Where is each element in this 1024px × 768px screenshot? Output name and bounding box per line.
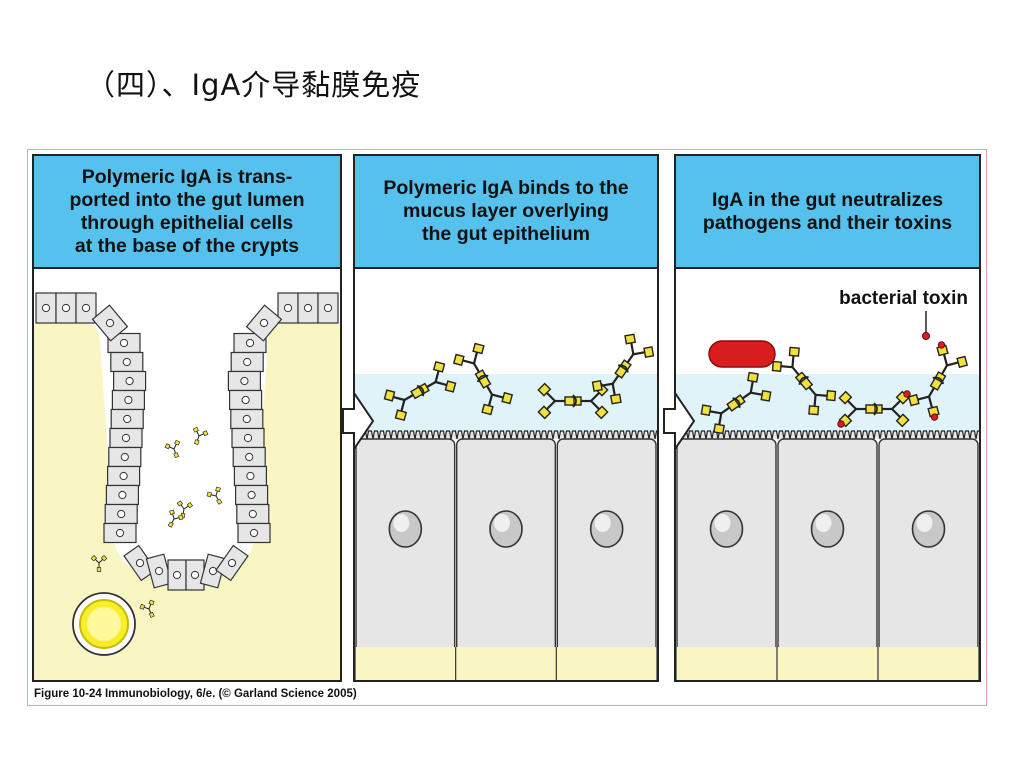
crypt-base-cell	[145, 553, 173, 589]
crypt-cell	[108, 446, 142, 468]
neutralization-illustration: bacterial toxin	[676, 271, 979, 680]
crypt-cell	[104, 503, 138, 525]
crypt-cell	[230, 351, 264, 373]
crypt-cell	[237, 522, 271, 544]
iga-antibody	[837, 390, 876, 428]
crypt-corner-cell	[245, 304, 283, 342]
surface-cell	[297, 292, 319, 324]
nucleus-highlight	[393, 514, 410, 532]
crypt-corner-cell	[91, 304, 129, 342]
iga-dimer	[837, 390, 911, 428]
iga-dimer	[383, 360, 457, 422]
crypt-cell	[110, 351, 144, 373]
iga-antibody	[383, 386, 424, 422]
nucleus-highlight	[916, 514, 933, 532]
panel-header: IgA in the gut neutralizes pathogens and…	[676, 156, 979, 269]
iga-antibody	[700, 398, 741, 435]
iga-antibody	[907, 377, 943, 421]
iga-antibody	[192, 426, 209, 446]
crypt-cell	[109, 427, 143, 449]
crypt-cell	[231, 427, 265, 449]
nucleus-highlight	[494, 514, 510, 532]
crypt-base-cell	[123, 544, 157, 582]
neutralizing-antibodies	[700, 341, 969, 435]
iga-dimer	[907, 341, 969, 421]
epithelium	[676, 430, 979, 680]
microvilli	[355, 430, 657, 440]
crypt-cell	[235, 484, 269, 506]
slide-title: （四）、IgA介导黏膜免疫	[86, 68, 422, 102]
crypt-cell	[111, 389, 146, 411]
iga-antibody	[176, 500, 193, 519]
epithelial-cell	[676, 438, 777, 665]
epithelium	[355, 430, 657, 680]
crypt-base-cell	[167, 559, 187, 591]
panel-header: Polymeric IgA binds to the mucus layer o…	[355, 156, 657, 269]
iga-dimer	[537, 382, 609, 420]
bacterium	[708, 340, 776, 368]
mucus-antibodies	[383, 333, 655, 422]
surface-cell	[35, 292, 57, 324]
crypt-illustration	[34, 271, 340, 680]
panel-mucus-binding: Polymeric IgA binds to the mucus layer o…	[353, 154, 659, 682]
iga-dimer	[771, 346, 837, 416]
crypt-cell	[233, 465, 267, 487]
crypt-cell	[230, 408, 264, 430]
lumen	[355, 271, 657, 374]
microvilli	[676, 430, 979, 440]
iga-antibody	[478, 375, 514, 416]
figure-iga-mucosal-immunity: Polymeric IgA is trans- ported into the …	[27, 149, 987, 706]
crypt-cell	[236, 503, 270, 525]
toxin	[922, 332, 930, 340]
nucleus-highlight	[815, 514, 832, 532]
crypt-base-cell	[185, 559, 205, 591]
iga-antibody	[537, 382, 575, 420]
crypt-cell	[112, 370, 147, 392]
crypt-cell	[232, 446, 266, 468]
iga-antibody	[167, 509, 184, 528]
figure-caption: Figure 10-24 Immunobiology, 6/e. (© Garl…	[34, 688, 357, 700]
bacterial-toxin-label: bacterial toxin	[839, 288, 968, 309]
iga-antibody	[591, 364, 628, 405]
crypt-cell	[103, 522, 137, 544]
epithelial-cell	[355, 438, 456, 665]
iga-antibody	[90, 555, 108, 572]
crypt-cell	[106, 465, 141, 487]
iga-dimer	[700, 371, 772, 435]
iga-antibody	[799, 376, 837, 416]
lamina-propria	[355, 647, 657, 680]
surface-cell	[75, 292, 97, 324]
crypt-cell	[105, 484, 140, 506]
mucus-illustration	[355, 271, 657, 680]
panel-neutralization: IgA in the gut neutralizes pathogens and…	[674, 154, 981, 682]
crypt-cell	[227, 370, 261, 392]
nucleus-highlight	[714, 514, 731, 532]
epithelial-cell	[455, 438, 557, 665]
panel-crypt-transport: Polymeric IgA is trans- ported into the …	[32, 154, 342, 682]
crypt-base-cell	[215, 544, 249, 582]
nucleus-highlight	[594, 514, 611, 532]
iga-antibody	[139, 599, 155, 618]
epithelial-cell	[777, 438, 878, 665]
arrow-icon	[663, 390, 696, 452]
iga-dimer	[452, 342, 514, 416]
iga-antibody	[771, 346, 809, 386]
plasma-cell-highlight	[87, 607, 121, 641]
iga-antibody	[206, 486, 223, 505]
crypt-epithelium	[35, 292, 339, 591]
lumen-antibodies	[90, 426, 223, 618]
surface-cell	[55, 292, 77, 324]
arrow-icon	[342, 390, 375, 452]
crypt-cell	[110, 408, 144, 430]
epithelial-cell	[878, 438, 979, 665]
iga-antibody	[164, 439, 181, 459]
surface-cell	[317, 292, 339, 324]
iga-dimer	[591, 333, 655, 405]
lamina-propria	[676, 647, 979, 680]
crypt-cell	[229, 389, 263, 411]
epithelial-cell	[556, 438, 657, 665]
panel-header: Polymeric IgA is trans- ported into the …	[34, 156, 340, 269]
